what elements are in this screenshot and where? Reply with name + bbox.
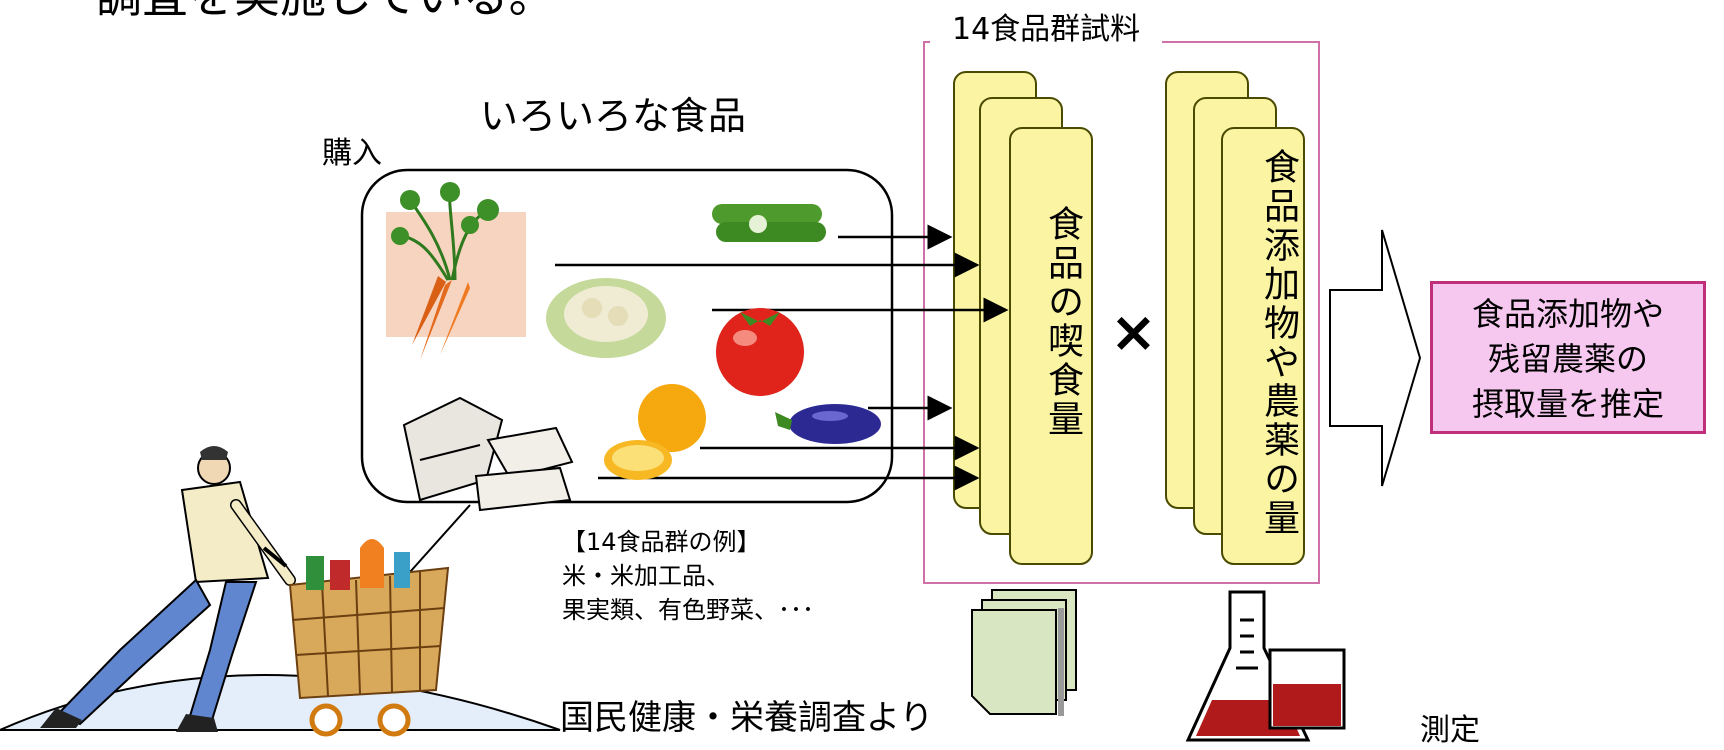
header-cut-text: 調査を実施している。 bbox=[96, 0, 555, 26]
beakers-icon bbox=[1185, 590, 1346, 742]
examples-line-1: 【14食品群の例】 bbox=[562, 528, 761, 556]
consumption-label: 食品の喫食量 bbox=[1042, 205, 1083, 439]
cauliflower-icon bbox=[546, 278, 666, 358]
samples-title: 14食品群試料 bbox=[930, 4, 1163, 48]
rice-bags-icon bbox=[402, 396, 574, 512]
tomato-icon bbox=[716, 308, 804, 396]
survey-source-label: 国民健康・栄養調査より bbox=[560, 698, 934, 738]
shopping-cart-icon bbox=[262, 539, 450, 737]
result-line-1: 食品添加物や bbox=[1471, 295, 1664, 333]
foods-box bbox=[360, 168, 894, 504]
result-arrow bbox=[1329, 229, 1422, 487]
shopper-icon bbox=[0, 446, 561, 732]
examples-line-3: 果実類、有色野菜、･･･ bbox=[562, 596, 814, 624]
rice-to-cart-line bbox=[409, 504, 471, 573]
additives-card-stack bbox=[1165, 71, 1305, 565]
result-line-2: 残留農薬の bbox=[1487, 340, 1648, 378]
foods-title: いろいろな食品 bbox=[480, 94, 747, 138]
measurement-label: 測定 bbox=[1420, 713, 1480, 748]
eggplant-icon bbox=[775, 404, 881, 444]
examples-line-2: 米・米加工品、 bbox=[562, 562, 730, 590]
additives-label: 食品添加物や農薬の量 bbox=[1258, 148, 1299, 538]
carrot-icon bbox=[386, 182, 526, 360]
orange-icon bbox=[604, 384, 706, 480]
result-line-3: 摂取量を推定 bbox=[1471, 385, 1664, 423]
food-group-examples: 【14食品群の例】 米・米加工品、 果実類、有色野菜、･･･ bbox=[562, 525, 882, 627]
result-box: 食品添加物や 残留農薬の 摂取量を推定 bbox=[1430, 281, 1706, 434]
multiply-sign: × bbox=[1110, 300, 1157, 365]
documents-icon bbox=[971, 589, 1077, 716]
cucumber-icon bbox=[712, 204, 826, 242]
consumption-card-stack bbox=[953, 71, 1093, 565]
purchase-label: 購入 bbox=[322, 136, 382, 171]
